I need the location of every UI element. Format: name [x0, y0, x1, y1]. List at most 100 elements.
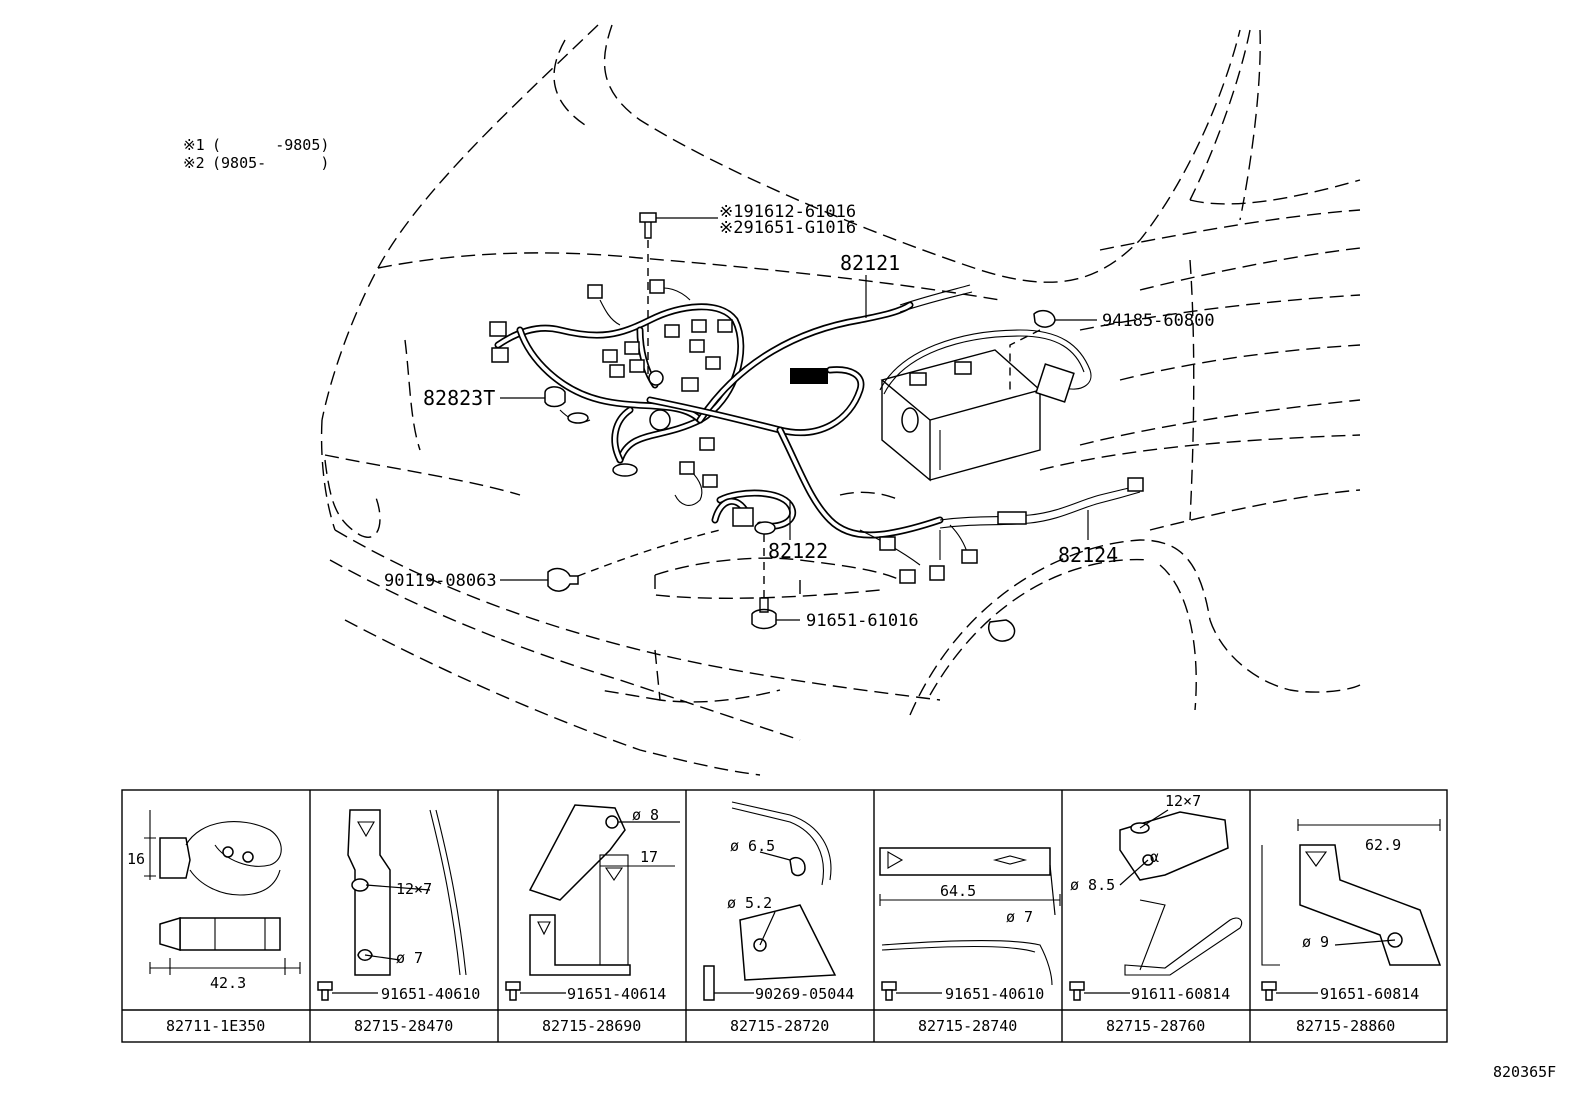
connector [587, 284, 603, 299]
connector [491, 347, 509, 363]
parts-table [121, 789, 1448, 1043]
dim-hole-upper: ø 6.5 [730, 837, 775, 855]
bolt-icon [505, 981, 521, 991]
main-fasteners [544, 212, 1056, 630]
grommet [754, 521, 776, 535]
clip-part [988, 619, 1016, 642]
note-1-range: ( -9805) [212, 136, 329, 154]
bolt-icon [317, 981, 333, 991]
sensor-icon [544, 386, 566, 408]
bracket [879, 847, 1051, 876]
grommet-icon [1033, 309, 1056, 328]
callout-sensor-82823T: 82823T [423, 386, 495, 410]
note-2-marker: ※2 [183, 154, 205, 172]
part-cell-82711: 16 42.3 82711-1E350 [127, 810, 301, 1035]
connector [681, 377, 699, 392]
callout-harness-82121: 82121 [840, 251, 900, 275]
part-number: 82715-28860 [1296, 1017, 1395, 1035]
connector [629, 359, 645, 373]
connector [879, 536, 896, 551]
callout-bolt-2: ※291651-G1016 [719, 218, 856, 238]
dim-length: 64.5 [940, 882, 976, 900]
dim-height: 16 [127, 850, 145, 868]
connector [689, 339, 705, 353]
bolt-icon [639, 212, 657, 223]
callout-grommet-94185: 94185-60800 [1102, 311, 1215, 331]
connector [664, 324, 680, 338]
callout-harness-82124: 82124 [1058, 543, 1118, 567]
grommet [648, 370, 664, 386]
dim-slot: 12×7 [396, 880, 432, 898]
harness-connectors [489, 279, 1144, 642]
part-cell-82715-28860: 62.9 ø 9 91651-60814 82715-28860 [1261, 819, 1442, 1035]
connector [609, 364, 625, 378]
part-number: 82711-1E350 [166, 1017, 265, 1035]
part-number: 82715-28690 [542, 1017, 641, 1035]
connector [929, 565, 945, 581]
grommet [567, 412, 589, 424]
dim-length: 62.9 [1365, 836, 1401, 854]
dim-width: 17 [640, 848, 658, 866]
note-2-range: (9805- ) [212, 154, 329, 172]
connector [649, 279, 665, 294]
grommet [649, 409, 671, 431]
connector [1127, 477, 1144, 492]
vehicle-body-outline [320, 24, 1361, 776]
part-cell-82715-28690: ø 8 17 91651-40614 82715-28690 [505, 804, 680, 1035]
part-cell-82715-28720: ø 6.5 ø 5.2 90269-05044 82715-28720 [703, 801, 854, 1035]
fastener-number: 91651-60814 [1320, 985, 1419, 1003]
battery-terminal [954, 361, 972, 375]
fastener-number: 90269-05044 [755, 985, 854, 1003]
fastener-number: 91651-40614 [567, 985, 666, 1003]
connector [702, 474, 718, 488]
grommet [612, 463, 638, 477]
connector [732, 507, 754, 527]
battery [880, 349, 1042, 482]
part-number: 82715-28740 [918, 1017, 1017, 1035]
bracket [1299, 844, 1442, 966]
connector [1035, 363, 1075, 403]
part-number: 82715-28760 [1106, 1017, 1205, 1035]
stud-bolt-icon [703, 965, 715, 1001]
connector [790, 368, 828, 384]
callout-clip-90119: 90119-08063 [384, 571, 497, 591]
note-1-marker: ※1 [183, 136, 205, 154]
dim-hole-lower: ø 5.2 [727, 894, 772, 912]
battery-terminal [909, 372, 927, 386]
grommet [901, 407, 919, 433]
part-cell-82715-28470: 12×7 ø 7 91651-40610 82715-28470 [317, 809, 480, 1035]
callout-harness-82122: 82122 [768, 539, 828, 563]
connector [679, 461, 695, 475]
dim-length: 42.3 [210, 974, 246, 992]
connector [691, 319, 707, 333]
dim-hole: ø 8.5 [1070, 876, 1115, 894]
diagram-code: 820365F [1493, 1063, 1556, 1081]
callout-bolt-91651: 91651-61016 [806, 611, 919, 631]
bracket [739, 904, 837, 981]
callout-labels: ※191612-61016 ※291651-G1016 82121 94185-… [384, 202, 1215, 631]
connector [717, 319, 733, 333]
fastener-number: 91651-40610 [381, 985, 480, 1003]
dim-hole: ø 7 [1006, 908, 1033, 926]
bolt-icon [1069, 981, 1085, 991]
connector [624, 341, 640, 355]
applicability-notes: ※1 ( -9805) ※2 (9805- ) [183, 136, 329, 172]
connector [899, 569, 916, 584]
callout-bolt-1: ※191612-61016 [719, 202, 856, 222]
dim-hole: ø 8 [632, 806, 659, 824]
fastener-number: 91611-60814 [1131, 985, 1230, 1003]
clip-body [179, 917, 281, 951]
connector [705, 356, 721, 370]
bracket [528, 804, 626, 901]
clip-body [159, 837, 191, 879]
part-cell-82715-28740: 64.5 ø 7 91651-40610 82715-28740 [879, 847, 1061, 1035]
connector [997, 511, 1027, 525]
bolt-icon [1261, 981, 1277, 991]
callout-leaders [500, 217, 1097, 621]
dim-hole: ø 7 [396, 949, 423, 967]
part-cell-82715-28760: 12×7 ø 8.5 α 91611-60814 82715-28760 [1069, 792, 1243, 1035]
bracket [347, 809, 391, 976]
connector [699, 437, 715, 451]
bolt-icon [751, 608, 777, 630]
